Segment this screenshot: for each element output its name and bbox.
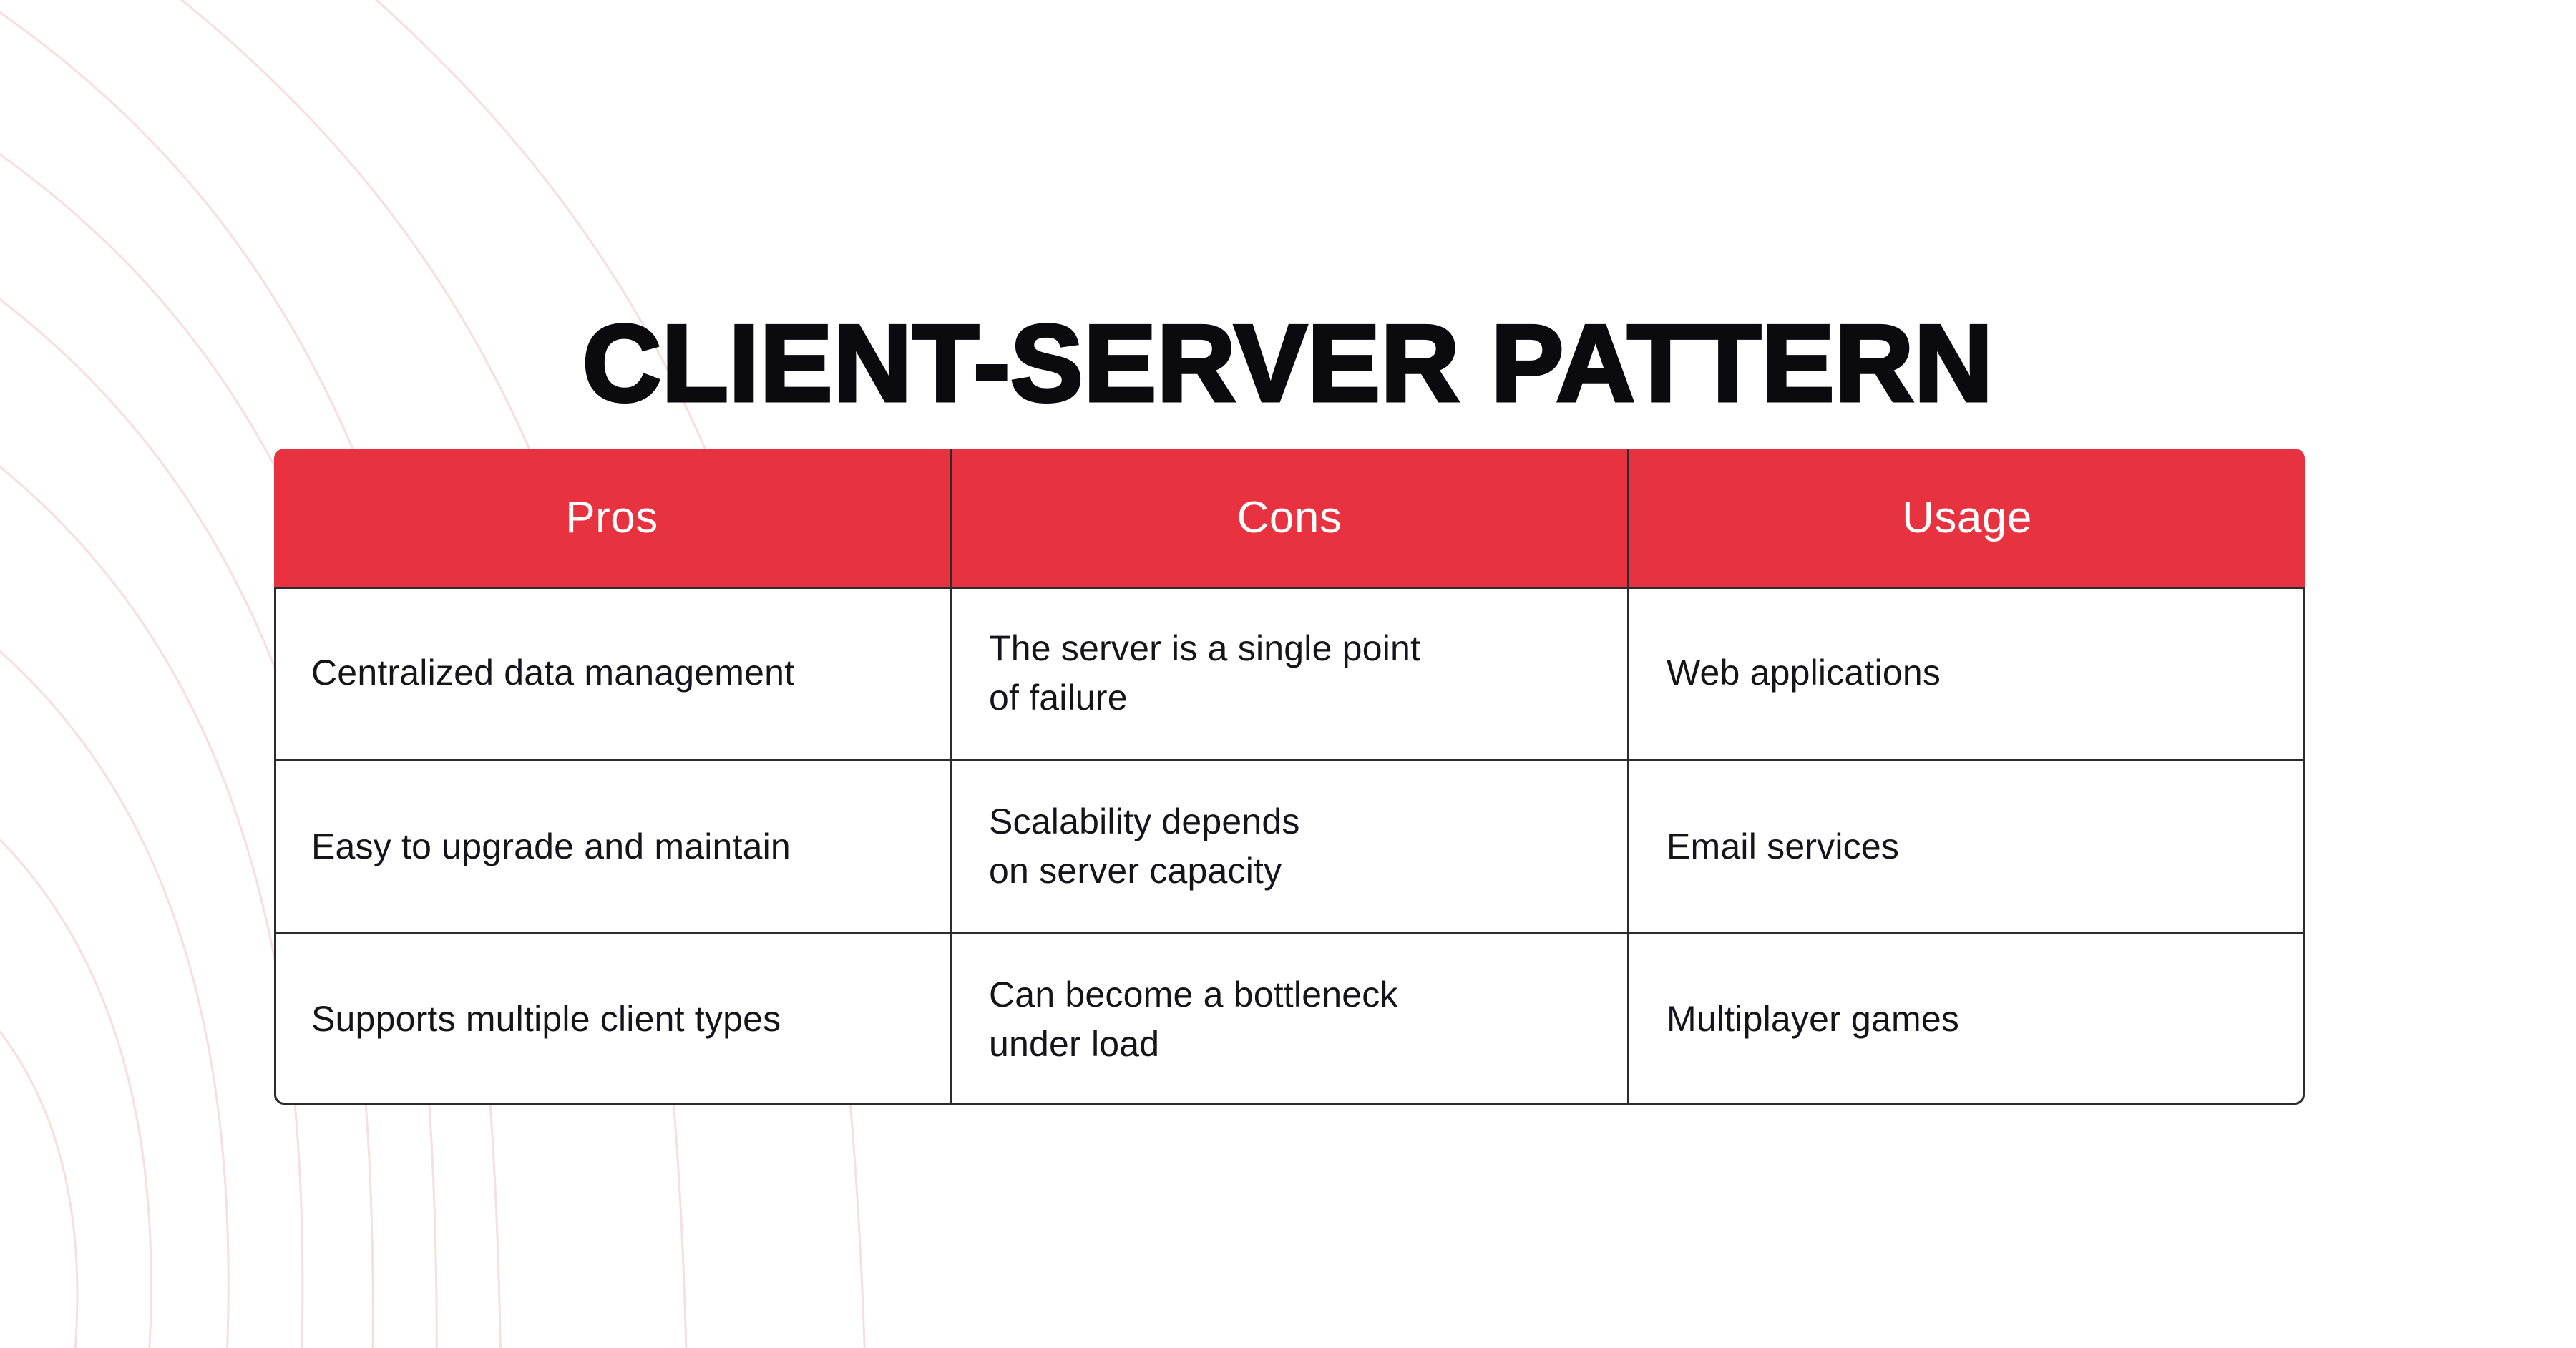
cell-pros-text: Centralized data management bbox=[311, 653, 795, 693]
cell-cons: Can become a bottleneck under load bbox=[950, 934, 1627, 1105]
cell-cons-text: Scalability depends on server capacity bbox=[989, 801, 1300, 892]
cell-pros-text: Easy to upgrade and maintain bbox=[311, 826, 791, 866]
table-row: Centralized data management The server i… bbox=[274, 587, 2305, 760]
comparison-table: Pros Cons Usage Centralized data managem… bbox=[274, 449, 2305, 1105]
table-row: Supports multiple client types Can becom… bbox=[274, 932, 2305, 1105]
cell-pros: Supports multiple client types bbox=[274, 934, 950, 1105]
column-header-cons[interactable]: Cons bbox=[950, 449, 1627, 587]
cell-pros: Easy to upgrade and maintain bbox=[274, 761, 950, 932]
cell-usage: Web applications bbox=[1627, 587, 2305, 760]
table-body: Centralized data management The server i… bbox=[274, 587, 2305, 1105]
column-header-cons-label: Cons bbox=[1236, 493, 1342, 542]
cell-pros: Centralized data management bbox=[274, 587, 950, 759]
cell-usage-text: Web applications bbox=[1667, 653, 1941, 693]
table-row: Easy to upgrade and maintain Scalability… bbox=[274, 759, 2305, 932]
column-header-pros-label: Pros bbox=[565, 493, 658, 542]
column-header-usage-label: Usage bbox=[1902, 493, 2032, 542]
cell-cons: The server is a single point of failure bbox=[950, 587, 1627, 760]
cell-usage: Multiplayer games bbox=[1627, 934, 2305, 1105]
column-header-usage[interactable]: Usage bbox=[1627, 449, 2305, 587]
cell-usage: Email services bbox=[1627, 761, 2305, 932]
cell-usage-text: Multiplayer games bbox=[1667, 999, 1960, 1040]
table-header-row: Pros Cons Usage bbox=[274, 449, 2305, 587]
cell-cons-text: The server is a single point of failure bbox=[989, 627, 1421, 718]
column-header-pros[interactable]: Pros bbox=[274, 449, 950, 587]
page-title: CLIENT-SERVER PATTERN bbox=[581, 302, 1995, 424]
cell-pros-text: Supports multiple client types bbox=[311, 999, 781, 1040]
cell-cons-text: Can become a bottleneck under load bbox=[989, 974, 1398, 1064]
cell-usage-text: Email services bbox=[1667, 826, 1900, 866]
cell-cons: Scalability depends on server capacity bbox=[950, 761, 1627, 932]
